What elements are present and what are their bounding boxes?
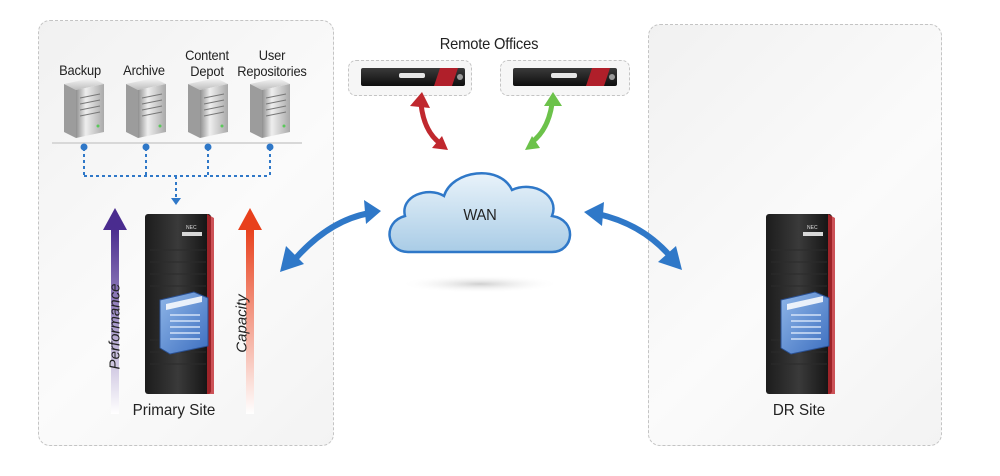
network-connector — [83, 148, 271, 198]
dr-site-label: DR Site — [772, 402, 826, 419]
cloud-icon — [388, 172, 572, 254]
remote-office-2-link-arrow — [525, 92, 562, 150]
svg-text:NEC: NEC — [807, 225, 818, 231]
remote-offices-title: Remote Offices — [439, 36, 539, 53]
svg-text:NEC: NEC — [186, 225, 197, 231]
network-nodes — [80, 143, 274, 205]
folder-icon-primary — [159, 291, 209, 355]
capacity-arrow — [238, 208, 262, 414]
performance-arrow — [103, 208, 127, 414]
wan-to-dr-arrow — [584, 202, 682, 270]
server-tower-icon-content-depot — [188, 78, 228, 138]
server-tower-icon-user-repositories — [250, 78, 290, 138]
capacity-label: Capacity — [233, 294, 251, 353]
server-tower-icon-archive — [126, 78, 166, 138]
remote-office-1-link-arrow — [410, 92, 448, 150]
server-tower-icon-backup — [64, 78, 104, 138]
primary-to-wan-arrow — [280, 200, 381, 272]
primary-site-label: Primary Site — [132, 402, 216, 419]
server-label-backup: Backup — [59, 62, 101, 78]
wan-label: WAN — [463, 207, 497, 224]
folder-icon-dr — [780, 291, 830, 355]
rack-appliance-icon-2 — [513, 68, 617, 86]
performance-label: Performance — [106, 283, 124, 370]
cloud-shadow — [400, 275, 560, 293]
server-label-archive: Archive — [123, 62, 165, 78]
rack-appliance-icon-1 — [361, 68, 465, 86]
server-label-user-repositories: User Repositories — [237, 47, 307, 79]
server-label-content-depot: Content Depot — [185, 47, 229, 79]
